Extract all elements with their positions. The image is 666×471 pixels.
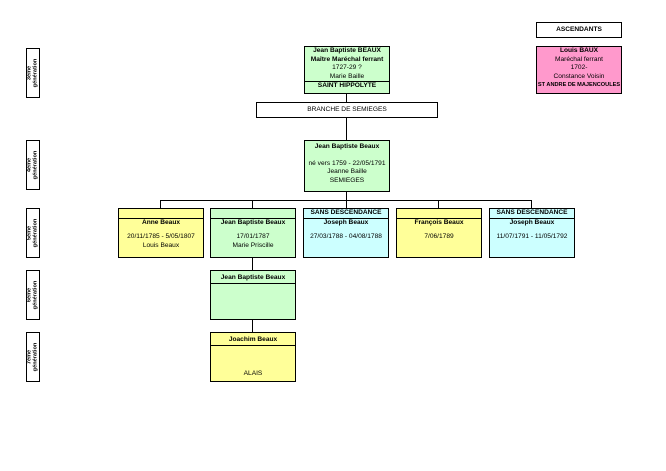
gen5-3-dates: 27/03/1788 - 04/08/1788 <box>310 233 382 241</box>
root-person-box[interactable]: Jean Baptiste BEAUX Maître Maréchal ferr… <box>304 46 390 94</box>
gen5-person-box-1[interactable]: Anne Beaux 20/11/1785 - 5/05/1807 Louis … <box>118 208 204 258</box>
root-name: Jean Baptiste BEAUX <box>313 47 381 54</box>
gen4-dates: né vers 1759 - 22/05/1791 <box>308 159 386 167</box>
connector-gen5-3 <box>346 200 347 208</box>
ascendant-name: Louis BAUX <box>559 47 599 54</box>
gen5-5-tag: SANS DESCENDANCE <box>490 209 574 219</box>
gen4-place: SEMIEGES <box>329 176 365 184</box>
gen6-name: Jean Baptiste Beaux <box>211 271 295 284</box>
gen5-3-tag: SANS DESCENDANCE <box>304 209 388 219</box>
generation-5-text: 5ème génération <box>26 218 39 248</box>
root-place: SAINT HIPPOLYTE <box>305 81 389 91</box>
generation-4-text: 4ème génération <box>26 150 39 180</box>
generation-label-7: 7ème génération <box>26 332 40 382</box>
gen6-person-box[interactable]: Jean Baptiste Beaux <box>210 270 296 320</box>
connector-gen6-gen7 <box>252 320 253 332</box>
gen5-2-name: Jean Baptiste Beaux <box>220 218 286 226</box>
generation-label-5: 5ème génération <box>26 208 40 258</box>
gen5-5-dates: 11/07/1791 - 11/05/1792 <box>496 233 568 241</box>
gen5-4-dates: 7/06/1789 <box>424 233 454 241</box>
gen5-person-box-3[interactable]: SANS DESCENDANCE Joseph Beaux 27/03/1788… <box>303 208 389 258</box>
gen4-person-box[interactable]: Jean Baptiste Beaux né vers 1759 - 22/05… <box>304 140 390 192</box>
gen5-person-box-4[interactable]: François Beaux 7/06/1789 <box>396 208 482 258</box>
connector-gen5-4 <box>438 200 439 208</box>
root-dates: 1727-29 ? <box>332 64 362 72</box>
generation-label-4: 4ème génération <box>26 140 40 190</box>
gen4-spouse: Jeanne Baille <box>327 168 367 176</box>
ascendants-label: ASCENDANTS <box>536 22 622 38</box>
connector-gen4-down <box>346 192 347 200</box>
generation-6-text: 6ème génération <box>26 280 39 310</box>
gen5-5-name: Joseph Beaux <box>509 218 555 226</box>
gen5-4-name: François Beaux <box>414 218 464 226</box>
connector-gen5-gen6 <box>252 258 253 270</box>
gen5-3-name: Joseph Beaux <box>323 218 369 226</box>
gen5-1-name: Anne Beaux <box>141 218 181 226</box>
root-title: Maître Maréchal ferrant <box>310 55 384 63</box>
ascendant-title: Maréchal ferrant <box>554 55 603 63</box>
connector-branch-gen4 <box>346 118 347 140</box>
generation-3-text: 3ème génération <box>26 58 39 88</box>
gen7-place: ALAIS <box>243 370 263 378</box>
gen5-2-dates: 17/01/1787 <box>236 233 270 241</box>
gen7-name: Joachim Beaux <box>211 333 295 346</box>
gen5-1-spouse: Louis Beaux <box>142 241 180 249</box>
gen4-name: Jean Baptiste Beaux <box>314 143 380 150</box>
generation-label-6: 6ème génération <box>26 270 40 320</box>
root-spouse: Marie Baille <box>329 72 365 80</box>
ascendant-dates: 1702- <box>570 64 588 72</box>
gen5-2-spouse: Marie Priscille <box>232 241 274 249</box>
connector-gen5-5 <box>531 200 532 208</box>
ascendant-place: ST ANDRE DE MAJENCOULES <box>537 82 621 89</box>
gen7-person-box[interactable]: Joachim Beaux ALAIS <box>210 332 296 382</box>
gen5-person-box-5[interactable]: SANS DESCENDANCE Joseph Beaux 11/07/1791… <box>489 208 575 258</box>
gen5-4-tag <box>397 209 481 219</box>
gen5-1-tag <box>119 209 203 219</box>
gen5-2-tag <box>211 209 295 219</box>
ascendant-spouse: Constance Voisin <box>553 72 605 80</box>
ascendant-box[interactable]: Louis BAUX Maréchal ferrant 1702- Consta… <box>536 46 622 94</box>
connector-gen5-2 <box>252 200 253 208</box>
gen5-person-box-2[interactable]: Jean Baptiste Beaux 17/01/1787 Marie Pri… <box>210 208 296 258</box>
connector-gen5-1 <box>160 200 161 208</box>
connector-root-branch <box>346 94 347 102</box>
gen5-1-dates: 20/11/1785 - 5/05/1807 <box>127 233 195 241</box>
branch-label: BRANCHE DE SEMIEGES <box>256 102 438 118</box>
generation-label-3: 3ème génération <box>26 48 40 98</box>
generation-7-text: 7ème génération <box>26 342 39 372</box>
